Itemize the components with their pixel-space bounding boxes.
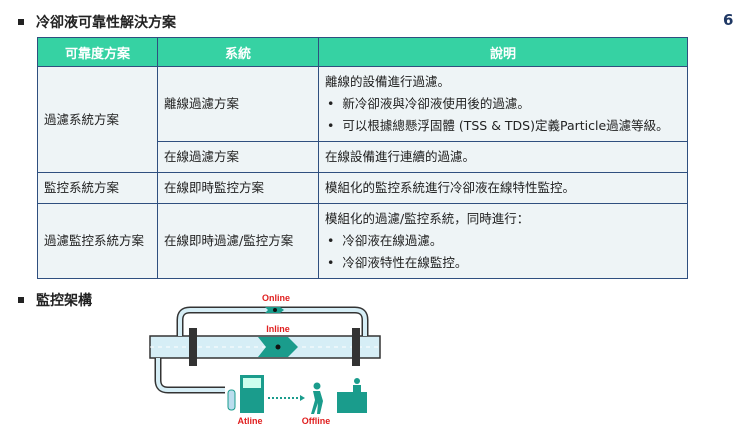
header-description: 說明 — [318, 37, 688, 67]
page-number: 6 — [723, 11, 734, 29]
label-offline: Offline — [302, 416, 331, 426]
flange-left — [189, 328, 197, 366]
main-pipe — [149, 335, 381, 359]
cell-scheme: 過濾系統方案 — [37, 66, 158, 173]
table-row: 過濾系統方案 離線過濾方案 離線的設備進行過濾。 新冷卻液與冷卻液使用後的過濾。… — [37, 66, 688, 173]
cell-system: 在線即時監控方案 — [157, 172, 319, 204]
label-atline: Atline — [237, 416, 262, 426]
section-title: 監控架構 — [18, 290, 92, 310]
table-header-row: 可靠度方案 系統 說明 — [37, 37, 688, 67]
section-title-text: 冷卻液可靠性解決方案 — [36, 15, 176, 31]
header-system: 系統 — [157, 37, 319, 67]
offline-person-icon — [311, 382, 323, 414]
label-inline: Inline — [266, 324, 290, 334]
lab-bench-icon — [337, 378, 367, 413]
header-scheme: 可靠度方案 — [37, 37, 158, 67]
cell-description: 離線的設備進行過濾。 新冷卻液與冷卻液使用後的過濾。 可以根據總懸浮固體 (TS… — [318, 66, 688, 142]
desc-text: 離線的設備進行過濾。 — [325, 74, 451, 89]
flange-right — [352, 328, 360, 366]
cell-system: 在線即時過濾/監控方案 — [157, 203, 319, 279]
bullet-square — [18, 19, 24, 25]
desc-bullet: 可以根據總懸浮固體 (TSS & TDS)定義Particle過濾等級。 — [325, 115, 681, 137]
bullet-square — [18, 297, 24, 303]
section-title: 冷卻液可靠性解決方案 — [18, 12, 176, 32]
table-row: 監控系統方案 在線即時監控方案 模組化的監控系統進行冷卻液在線特性監控。 — [37, 172, 688, 204]
label-online: Online — [262, 293, 290, 303]
desc-text: 模組化的過濾/監控系統，同時進行： — [325, 211, 530, 226]
desc-bullet: 新冷卻液與冷卻液使用後的過濾。 — [325, 93, 681, 115]
section-title-text: 監控架構 — [36, 293, 92, 309]
cell-scheme: 過濾監控系統方案 — [37, 203, 158, 279]
table-row: 過濾監控系統方案 在線即時過濾/監控方案 模組化的過濾/監控系統，同時進行： 冷… — [37, 203, 688, 279]
desc-bullet: 冷卻液特性在線監控。 — [325, 252, 681, 274]
cell-description: 模組化的監控系統進行冷卻液在線特性監控。 — [318, 172, 688, 204]
cell-scheme: 監控系統方案 — [37, 172, 158, 204]
desc-bullet: 冷卻液在線過濾。 — [325, 230, 681, 252]
table-row: 在線過濾方案 在線設備進行連續的過濾。 — [38, 141, 688, 173]
atline-instrument-icon — [227, 375, 264, 413]
solutions-table: 可靠度方案 系統 說明 過濾系統方案 離線過濾方案 離線的設備進行過濾。 新冷卻… — [37, 37, 688, 279]
cell-description: 模組化的過濾/監控系統，同時進行： 冷卻液在線過濾。 冷卻液特性在線監控。 — [318, 203, 688, 279]
cell-system: 在線過濾方案 — [157, 141, 319, 173]
cell-system: 離線過濾方案 — [157, 66, 319, 142]
